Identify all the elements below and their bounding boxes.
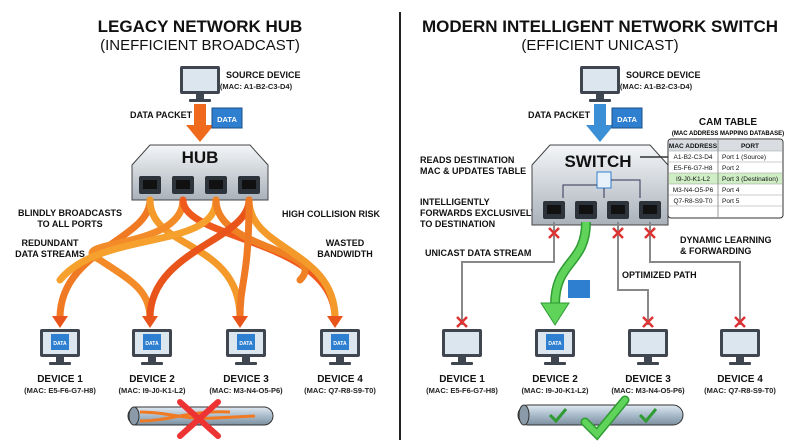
- source-device-label: SOURCE DEVICE: [226, 70, 301, 80]
- device-name: DEVICE 4: [317, 374, 363, 385]
- data-packet-icon: [568, 280, 590, 298]
- device-mac: (MAC: Q7-R8-S9-T0): [304, 386, 376, 395]
- switch-device-1: DEVICE 1(MAC: E5-F6-G7-H8): [426, 329, 498, 395]
- hub-device-4: DATA DEVICE 4(MAC: Q7-R8-S9-T0): [304, 329, 376, 395]
- svg-text:DATA: DATA: [333, 341, 347, 347]
- lookup-table-icon: [596, 171, 612, 189]
- switch-title: MODERN INTELLIGENT NETWORK SWITCH: [422, 17, 778, 36]
- collision-annotation: HIGH COLLISION RISK: [282, 209, 381, 219]
- reads-annotation-line1: READS DESTINATION: [420, 155, 514, 165]
- device-mac: (MAC: M3-N4-O5-P6): [611, 386, 685, 395]
- cam-header-port: PORT: [741, 143, 759, 150]
- cam-cell: Port 4: [722, 187, 740, 194]
- device-name: DEVICE 2: [129, 374, 175, 385]
- device-mac: (MAC: M3-N4-O5-P6): [209, 386, 283, 395]
- broadcast-annotation-line1: BLINDLY BROADCASTS: [18, 208, 122, 218]
- cam-cell: Port 2: [722, 165, 740, 172]
- forwards-annotation-line1: INTELLIGENTLY: [420, 197, 490, 207]
- redundant-annotation-line2: DATA STREAMS: [15, 249, 85, 259]
- source-device-monitor-icon: [580, 66, 620, 102]
- switch-subtitle: (EFFICIENT UNICAST): [521, 37, 678, 54]
- cam-cell: I9-J0-K1-L2: [676, 176, 710, 183]
- cam-table: CAM TABLE (MAC ADDRESS MAPPING DATABASE)…: [667, 117, 784, 219]
- check-icon: [582, 397, 628, 439]
- packet-arrow-icon: [186, 104, 214, 142]
- packet-arrow-icon: [586, 104, 614, 142]
- packet-label: DATA PACKET: [528, 110, 591, 120]
- svg-text:DATA: DATA: [239, 341, 253, 347]
- unicast-annotation: UNICAST DATA STREAM: [425, 248, 531, 258]
- wasted-annotation-line2: BANDWIDTH: [317, 249, 373, 259]
- data-packet-icon: [211, 107, 243, 129]
- device-mac: (MAC: Q7-R8-S9-T0): [704, 386, 776, 395]
- device-mac: (MAC: I9-J0-K1-L2): [521, 386, 589, 395]
- cam-cell: Port 1 (Source): [722, 154, 766, 161]
- dynamic-annotation-line2: & FORWARDING: [680, 246, 751, 256]
- redundant-annotation-line1: REDUNDANT: [22, 238, 79, 248]
- svg-text:DATA: DATA: [53, 341, 67, 347]
- idle-links: [461, 222, 741, 325]
- device-name: DEVICE 1: [439, 374, 485, 385]
- device-name: DEVICE 3: [223, 374, 269, 385]
- cam-cell: Port 3 (Destination): [722, 176, 778, 183]
- source-device-label: SOURCE DEVICE: [626, 70, 701, 80]
- cam-cell: Q7-R8-S9-T0: [673, 198, 712, 205]
- hub-title: LEGACY NETWORK HUB: [98, 17, 303, 36]
- device-mac: (MAC: I9-J0-K1-L2): [118, 386, 186, 395]
- switch-device-2: DATA DEVICE 2(MAC: I9-J0-K1-L2): [521, 329, 589, 395]
- hub-label: HUB: [182, 148, 219, 167]
- internal-paths: [562, 179, 641, 198]
- reads-annotation-line2: MAC & UPDATES TABLE: [420, 166, 526, 176]
- cam-cell: E5-F6-G7-H8: [673, 165, 712, 172]
- hub-device-2: DATA DEVICE 2(MAC: I9-J0-K1-L2): [118, 329, 186, 395]
- hub-device-1: DATA DEVICE 1(MAC: E5-F6-G7-H8): [24, 329, 96, 395]
- source-device-mac: (MAC: A1-B2-C3-D4): [620, 82, 693, 91]
- unicast-arrowhead: [540, 302, 570, 326]
- congested-pipe-icon: [127, 399, 274, 439]
- device-name: DEVICE 1: [37, 374, 83, 385]
- switch-device-3: DEVICE 3(MAC: M3-N4-O5-P6): [611, 329, 685, 395]
- packet-label: DATA PACKET: [130, 110, 193, 120]
- cam-table-title: CAM TABLE: [699, 117, 757, 128]
- device-name: DEVICE 2: [532, 374, 578, 385]
- device-mac: (MAC: E5-F6-G7-H8): [24, 386, 96, 395]
- broadcast-annotation-line2: TO ALL PORTS: [37, 219, 102, 229]
- switch-panel: MODERN INTELLIGENT NETWORK SWITCH (EFFIC…: [420, 17, 784, 441]
- optimized-annotation: OPTIMIZED PATH: [622, 270, 697, 280]
- hub-subtitle: (INEFFICIENT BROADCAST): [100, 37, 300, 54]
- source-device-mac: (MAC: A1-B2-C3-D4): [220, 82, 293, 91]
- hub-device-3: DATA DEVICE 3(MAC: M3-N4-O5-P6): [209, 329, 283, 395]
- device-mac: (MAC: E5-F6-G7-H8): [426, 386, 498, 395]
- svg-text:DATA: DATA: [145, 341, 159, 347]
- hub-panel: LEGACY NETWORK HUB (INEFFICIENT BROADCAS…: [15, 17, 381, 439]
- cam-cell: A1-B2-C3-D4: [673, 154, 712, 161]
- svg-text:DATA: DATA: [548, 341, 562, 347]
- device-name: DEVICE 3: [625, 374, 671, 385]
- hub-device: [131, 144, 269, 201]
- cam-cell: M3-N4-O5-P6: [673, 187, 714, 194]
- wasted-annotation-line1: WASTED: [326, 238, 365, 248]
- data-packet-icon: [611, 107, 643, 129]
- unicast-path: [551, 221, 590, 306]
- forwards-annotation-line2: FORWARDS EXCLUSIVELY: [420, 208, 537, 218]
- efficient-pipe-icon: [517, 395, 684, 441]
- cam-header-mac: MAC ADDRESS: [669, 143, 718, 150]
- switch-device-4: DEVICE 4(MAC: Q7-R8-S9-T0): [704, 329, 776, 395]
- check-icon: [548, 408, 658, 424]
- cam-cell: Port 5: [722, 198, 740, 205]
- data-packet-text: DATA: [217, 115, 237, 124]
- x-icon: [177, 399, 221, 439]
- broadcast-streams: [56, 196, 339, 322]
- source-device-monitor-icon: [180, 66, 220, 102]
- forwards-annotation-line3: TO DESTINATION: [420, 219, 495, 229]
- switch-label: SWITCH: [564, 152, 631, 171]
- data-packet-text: DATA: [617, 115, 637, 124]
- dynamic-annotation-line1: DYNAMIC LEARNING: [680, 235, 772, 245]
- cam-table-subtitle: (MAC ADDRESS MAPPING DATABASE): [672, 131, 784, 137]
- device-name: DEVICE 4: [717, 374, 763, 385]
- stream-arrowheads: [52, 316, 343, 328]
